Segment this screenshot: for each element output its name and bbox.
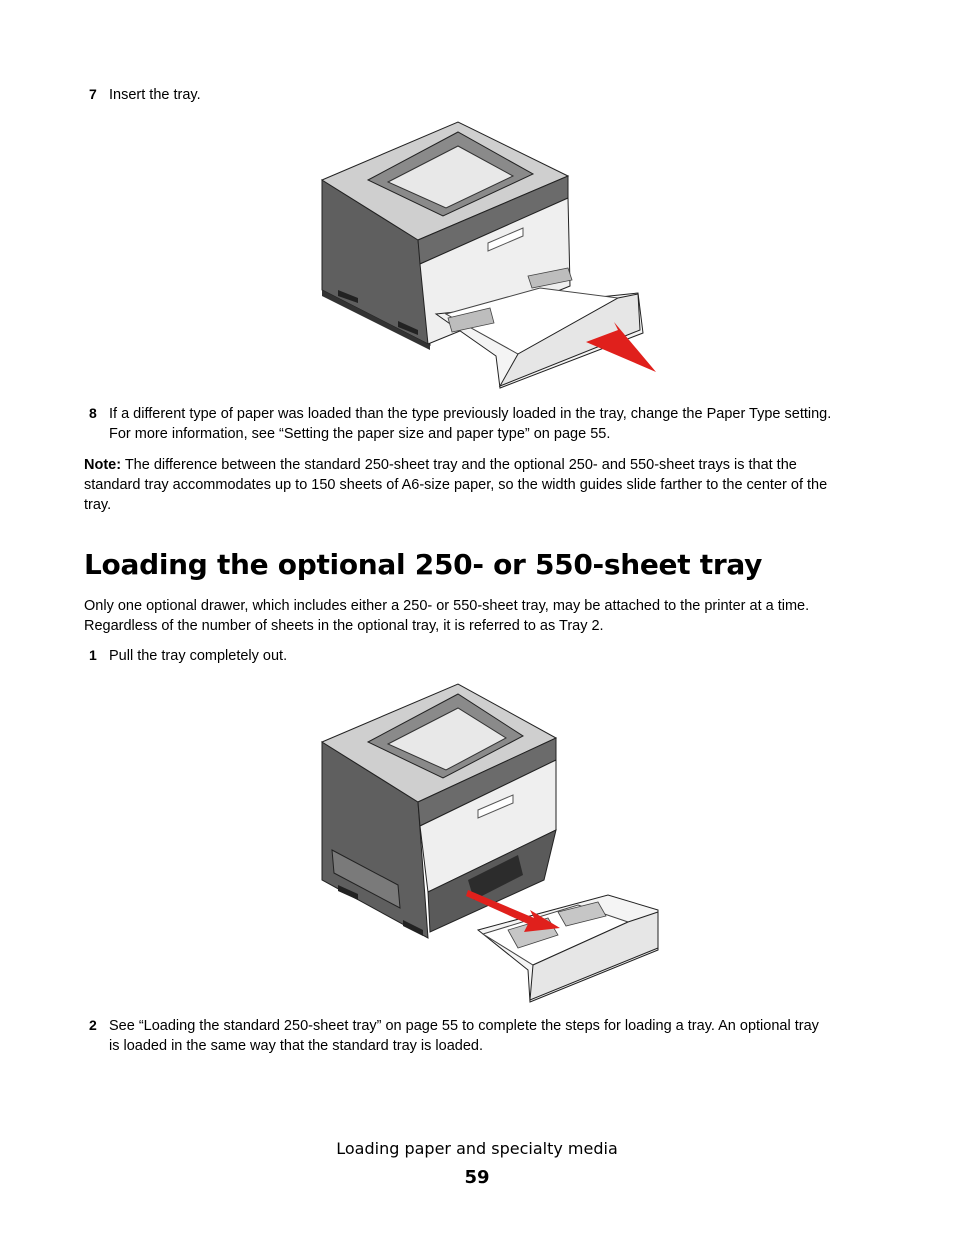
printer-pull-tray-illustration — [320, 683, 659, 1003]
step-number: 8 — [89, 405, 97, 421]
note-line: standard tray accommodates up to 150 she… — [84, 477, 828, 493]
step-text: If a different type of paper was loaded … — [109, 406, 832, 422]
printer-insert-tray-illustration — [320, 121, 656, 389]
step-text: Pull the tray completely out. — [109, 648, 288, 664]
step-number: 2 — [89, 1017, 97, 1033]
intro-text: Only one optional drawer, which includes… — [84, 598, 810, 614]
step-text: is loaded in the same way that the stand… — [109, 1038, 483, 1054]
intro-text: Regardless of the number of sheets in th… — [84, 618, 604, 634]
step-number: 7 — [89, 86, 97, 102]
step-number: 1 — [89, 647, 97, 663]
page-number: 59 — [464, 1167, 490, 1188]
note-line: tray. — [84, 497, 112, 513]
section-heading: Loading the optional 250- or 550-sheet t… — [84, 548, 763, 581]
note-line: The difference between the standard 250-… — [121, 457, 797, 473]
step-text: See “Loading the standard 250-sheet tray… — [109, 1018, 819, 1034]
note-text: Note: The difference between the standar… — [84, 455, 797, 476]
footer-title: Loading paper and specialty media — [336, 1139, 618, 1158]
note-label: Note: — [84, 457, 122, 473]
step-text: Insert the tray. — [109, 87, 201, 103]
step-text: For more information, see “Setting the p… — [109, 426, 611, 442]
